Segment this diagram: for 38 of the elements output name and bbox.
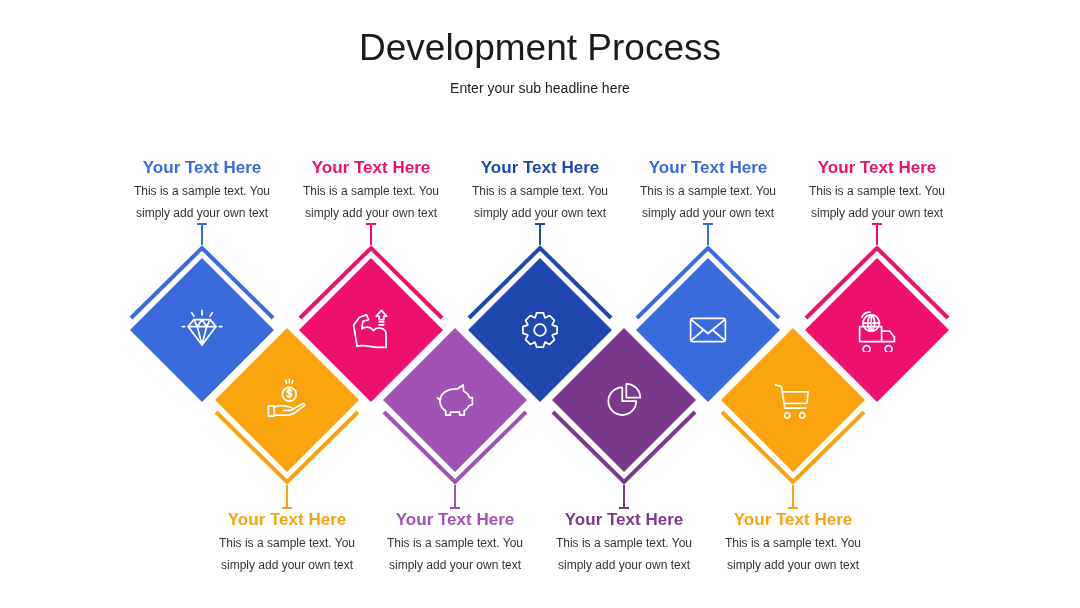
step-diamond xyxy=(465,245,615,402)
step-diamond xyxy=(380,328,530,485)
step-diamond xyxy=(127,245,277,402)
title: Development Process xyxy=(359,26,721,70)
step-heading: Your Text Here xyxy=(648,157,768,179)
connector-line xyxy=(787,484,799,509)
step-description: This is a sample text. You simply add your own text xyxy=(217,535,357,574)
step-heading: Your Text Here xyxy=(395,509,515,531)
step-diamond xyxy=(633,245,783,402)
step-description: This is a sample text. You simply add your own text xyxy=(132,183,272,222)
step-diamond xyxy=(549,328,699,485)
connector-line xyxy=(365,223,377,246)
step-description: This is a sample text. You simply add your own text xyxy=(723,535,863,574)
connector-line xyxy=(196,223,208,246)
connector-line xyxy=(281,484,293,509)
step-description: This is a sample text. You simply add your own text xyxy=(554,535,694,574)
step-heading: Your Text Here xyxy=(142,157,262,179)
step-diamond xyxy=(296,245,446,402)
step-description: This is a sample text. You simply add your own text xyxy=(385,535,525,574)
step-heading: Your Text Here xyxy=(817,157,937,179)
step-diamond xyxy=(718,328,868,485)
step-heading: Your Text Here xyxy=(733,509,853,531)
step-heading: Your Text Here xyxy=(227,509,347,531)
connector-line xyxy=(871,223,883,246)
connector-line xyxy=(618,484,630,509)
step-heading: Your Text Here xyxy=(311,157,431,179)
step-description: This is a sample text. You simply add your own text xyxy=(301,183,441,222)
step-heading: Your Text Here xyxy=(564,509,684,531)
step-description: This is a sample text. You simply add your own text xyxy=(807,183,947,222)
step-description: This is a sample text. You simply add your own text xyxy=(470,183,610,222)
step-description: This is a sample text. You simply add your own text xyxy=(638,183,778,222)
step-diamond xyxy=(212,328,362,485)
connector-line xyxy=(534,223,546,246)
step-heading: Your Text Here xyxy=(480,157,600,179)
step-diamond xyxy=(802,245,952,402)
connector-line xyxy=(449,484,461,509)
subtitle: Enter your sub headline here xyxy=(450,79,630,97)
connector-line xyxy=(702,223,714,246)
